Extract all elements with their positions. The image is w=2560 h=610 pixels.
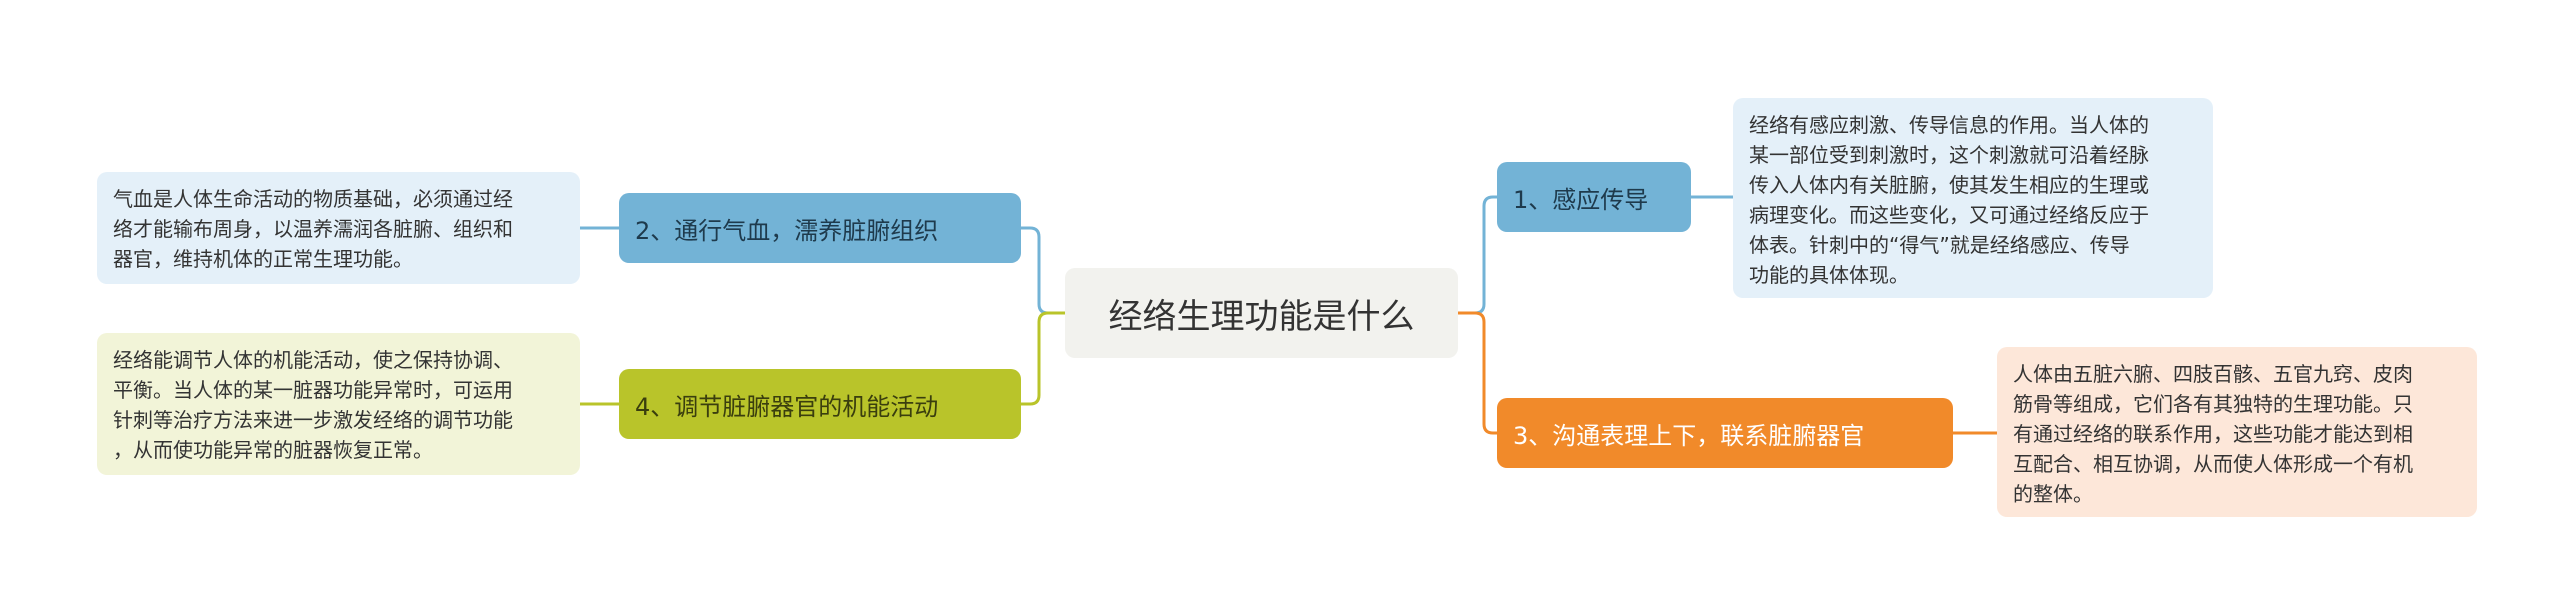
branch-1-label: 1、感应传导 [1513,185,1649,214]
branch-3-connect-organs[interactable]: 3、沟通表理上下，联系脏腑器官 [1497,398,1953,468]
connector-center-to-branch-4 [1021,311,1065,406]
leaf-3-description[interactable]: 人体由五脏六腑、四肢百骸、五官九窍、皮肉 筋骨等组成，它们各有其独特的生理功能。… [1997,347,2477,517]
center-topic-label: 经络生理功能是什么 [1108,296,1415,337]
branch-4-regulate-functions[interactable]: 4、调节脏腑器官的机能活动 [619,369,1021,439]
leaf-2-text: 气血是人体生命活动的物质基础，必须通过经 络才能输布周身，以温养濡润各脏腑、组织… [113,187,513,271]
branch-2-label: 2、通行气血，濡养脏腑组织 [635,216,939,245]
branch-1-sensing-conduction[interactable]: 1、感应传导 [1497,162,1691,232]
connector-center-to-branch-2 [1021,226,1065,315]
branch-4-label: 4、调节脏腑器官的机能活动 [635,392,939,421]
leaf-4-description[interactable]: 经络能调节人体的机能活动，使之保持协调、 平衡。当人体的某一脏器功能异常时，可运… [97,333,580,475]
center-topic[interactable]: 经络生理功能是什么 [1065,268,1458,358]
leaf-3-text: 人体由五脏六腑、四肢百骸、五官九窍、皮肉 筋骨等组成，它们各有其独特的生理功能。… [2013,362,2413,506]
leaf-1-text: 经络有感应刺激、传导信息的作用。当人体的 某一部位受到刺激时，这个刺激就可沿着经… [1749,113,2149,287]
connector-center-to-branch-3 [1458,311,1497,435]
leaf-4-text: 经络能调节人体的机能活动，使之保持协调、 平衡。当人体的某一脏器功能异常时，可运… [113,348,513,462]
leaf-2-description[interactable]: 气血是人体生命活动的物质基础，必须通过经 络才能输布周身，以温养濡润各脏腑、组织… [97,172,580,284]
leaf-1-description[interactable]: 经络有感应刺激、传导信息的作用。当人体的 某一部位受到刺激时，这个刺激就可沿着经… [1733,98,2213,298]
branch-2-qi-blood-circulation[interactable]: 2、通行气血，濡养脏腑组织 [619,193,1021,263]
branch-3-label: 3、沟通表理上下，联系脏腑器官 [1513,421,1865,450]
connector-center-to-branch-1 [1458,195,1497,315]
